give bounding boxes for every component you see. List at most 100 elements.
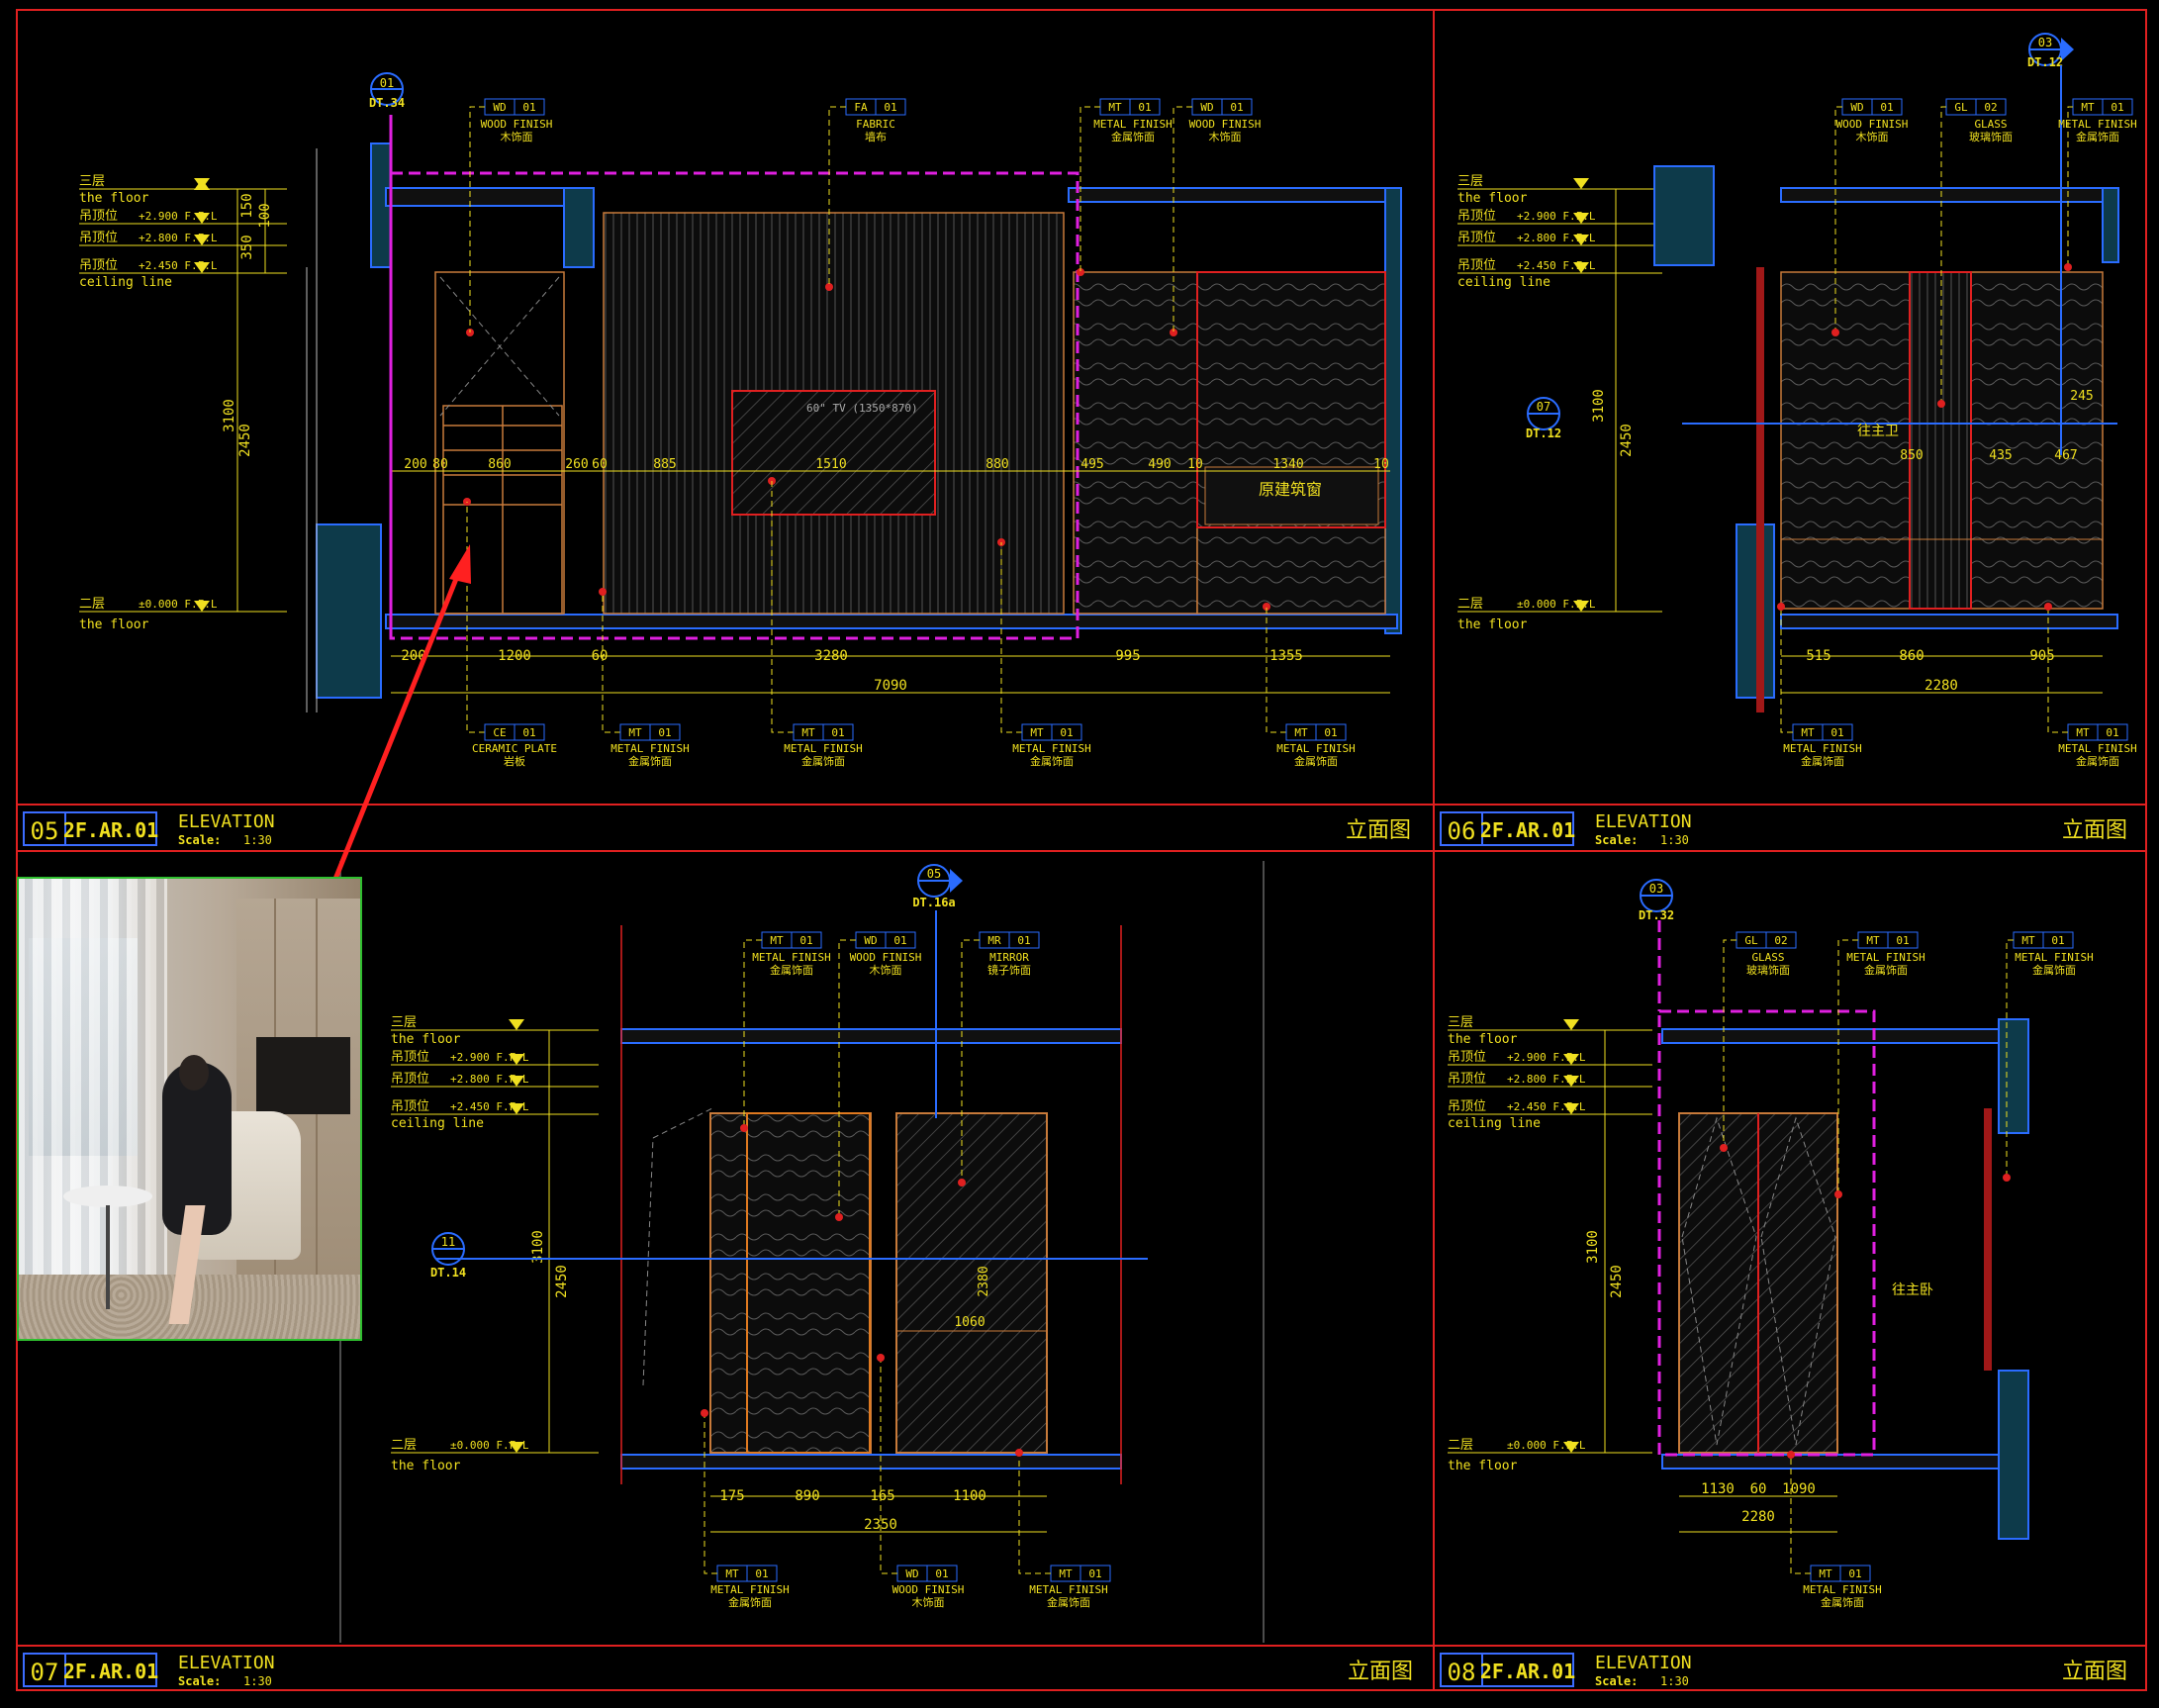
svg-text:岩板: 岩板 bbox=[504, 754, 525, 768]
svg-text:01: 01 bbox=[884, 101, 896, 114]
svg-text:01: 01 bbox=[1138, 101, 1151, 114]
svg-text:金属饰面: 金属饰面 bbox=[770, 963, 813, 977]
svg-text:01: 01 bbox=[658, 726, 671, 739]
svg-text:METAL FINISH: METAL FINISH bbox=[1276, 742, 1355, 755]
level-ceiling1-cn: 吊顶位 bbox=[79, 209, 118, 224]
svg-text:01: 01 bbox=[1896, 934, 1909, 947]
tv-note: 60" TV (1350*870) bbox=[806, 402, 918, 415]
svg-text:DT.32: DT.32 bbox=[1639, 908, 1674, 922]
svg-text:01: 01 bbox=[1880, 101, 1893, 114]
svg-text:木饰面: 木饰面 bbox=[870, 963, 902, 977]
svg-text:METAL FINISH: METAL FINISH bbox=[1803, 1583, 1881, 1596]
svg-text:木饰面: 木饰面 bbox=[501, 130, 533, 143]
svg-text:木饰面: 木饰面 bbox=[1209, 130, 1242, 143]
panel-code: 2F.AR.01 bbox=[1480, 818, 1575, 842]
tv-image bbox=[256, 1037, 350, 1114]
dim: 60 bbox=[592, 648, 609, 664]
title-block-08: 08 2F.AR.01 ELEVATION Scale: 1:30 立面图 bbox=[1440, 1653, 2127, 1688]
elevation-07: 三层 the floor 吊顶位 +2.900 F.F.L 吊顶位 +2.800… bbox=[391, 864, 1148, 1609]
svg-text:MR: MR bbox=[987, 934, 1001, 947]
dim: 860 bbox=[488, 457, 511, 472]
level-ceiling3-cn: 吊顶位 bbox=[1448, 1099, 1486, 1114]
master-bed-note: 往主卧 bbox=[1892, 1282, 1933, 1298]
sheet-frames bbox=[16, 9, 2147, 1691]
dim: 260 bbox=[565, 457, 588, 472]
orig-window-note: 原建筑窗 bbox=[1259, 480, 1322, 499]
scale-value: 1:30 bbox=[1660, 833, 1689, 847]
svg-text:金属饰面: 金属饰面 bbox=[1294, 754, 1338, 768]
svg-text:02: 02 bbox=[1774, 934, 1787, 947]
panel-title: ELEVATION bbox=[1595, 811, 1692, 832]
level-ceiling3-cn: 吊顶位 bbox=[79, 258, 118, 273]
svg-text:GL: GL bbox=[1954, 101, 1968, 114]
level-floor3-cn: 三层 bbox=[391, 1015, 417, 1030]
svg-text:MT: MT bbox=[1801, 726, 1815, 739]
svg-text:11: 11 bbox=[441, 1235, 455, 1249]
dim: 890 bbox=[795, 1488, 819, 1504]
dim: 495 bbox=[1080, 457, 1103, 472]
svg-text:WOOD FINISH: WOOD FINISH bbox=[1836, 118, 1909, 131]
svg-text:01: 01 bbox=[522, 101, 535, 114]
svg-text:MT: MT bbox=[1294, 726, 1308, 739]
svg-text:FABRIC: FABRIC bbox=[856, 118, 895, 131]
panel-title: ELEVATION bbox=[1595, 1653, 1692, 1673]
dim: 490 bbox=[1148, 457, 1171, 472]
dim-2450: 2450 bbox=[237, 424, 253, 457]
level-floor3-cn: 三层 bbox=[1457, 174, 1483, 189]
svg-text:MT: MT bbox=[628, 726, 642, 739]
svg-text:木饰面: 木饰面 bbox=[1856, 130, 1889, 143]
svg-text:金属饰面: 金属饰面 bbox=[728, 1595, 772, 1609]
dim-150: 150 bbox=[239, 193, 255, 218]
svg-text:木饰面: 木饰面 bbox=[912, 1595, 945, 1609]
dim: 995 bbox=[1115, 648, 1140, 664]
level-ceiling2-cn: 吊顶位 bbox=[391, 1072, 429, 1087]
svg-text:GL: GL bbox=[1744, 934, 1758, 947]
cabinet-left-05 bbox=[434, 271, 565, 615]
level-floor3-en: the floor bbox=[1448, 1032, 1518, 1047]
dim: 435 bbox=[1989, 448, 2012, 463]
svg-text:01: 01 bbox=[893, 934, 906, 947]
dim: 1510 bbox=[815, 457, 846, 472]
svg-text:01: 01 bbox=[2051, 934, 2064, 947]
level-floor2-en: the floor bbox=[1448, 1459, 1518, 1473]
person-head bbox=[179, 1055, 209, 1091]
svg-text:01: 01 bbox=[522, 726, 535, 739]
dim: 850 bbox=[1900, 448, 1923, 463]
dim: 10 bbox=[1187, 457, 1203, 472]
svg-text:01: 01 bbox=[1830, 726, 1843, 739]
dim: 2280 bbox=[1741, 1509, 1775, 1525]
callout-num: 01 bbox=[380, 76, 394, 90]
detail-callout-07: 07 DT.12 bbox=[1526, 397, 1561, 440]
detail-callout-05: 05 DT.16a bbox=[912, 864, 963, 1118]
level-ceiling-en: ceiling line bbox=[1457, 275, 1550, 290]
svg-text:MT: MT bbox=[1059, 1567, 1073, 1580]
dim: 905 bbox=[2029, 648, 2054, 664]
level-triangles-05 bbox=[194, 178, 210, 612]
panel-title: ELEVATION bbox=[178, 811, 275, 832]
svg-text:METAL FINISH: METAL FINISH bbox=[1029, 1583, 1107, 1596]
scale-value: 1:30 bbox=[1660, 1674, 1689, 1688]
svg-text:METAL FINISH: METAL FINISH bbox=[1783, 742, 1861, 755]
svg-text:03: 03 bbox=[2038, 36, 2052, 49]
svg-text:金属饰面: 金属饰面 bbox=[2032, 963, 2076, 977]
dim-2450: 2450 bbox=[1619, 424, 1635, 457]
svg-text:WOOD FINISH: WOOD FINISH bbox=[481, 118, 553, 131]
svg-text:金属饰面: 金属饰面 bbox=[1111, 130, 1155, 143]
svg-text:WD: WD bbox=[1850, 101, 1863, 114]
svg-text:MT: MT bbox=[2021, 934, 2035, 947]
level-ceiling2-cn: 吊顶位 bbox=[1457, 231, 1496, 245]
level-ceiling1-cn: 吊顶位 bbox=[1448, 1050, 1486, 1065]
level-lines-05 bbox=[79, 188, 287, 613]
scale-label: Scale: bbox=[1595, 1674, 1638, 1688]
level-ceiling-en: ceiling line bbox=[1448, 1116, 1541, 1131]
dim: 245 bbox=[2070, 389, 2093, 404]
svg-text:METAL FINISH: METAL FINISH bbox=[752, 951, 830, 964]
